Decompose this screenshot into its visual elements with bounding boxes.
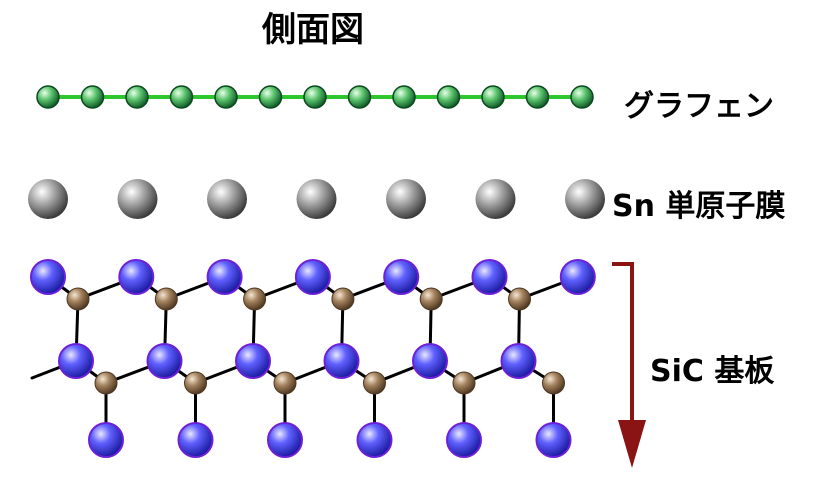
graphene-atom (347, 85, 372, 109)
graphene-label: グラフェン (624, 89, 774, 124)
tin-atom (28, 179, 68, 219)
silicon-atom (58, 343, 94, 379)
graphene-atom (303, 85, 327, 109)
silicon-atom (383, 259, 420, 295)
tin-monolayer-label: Sn 単原子膜 (612, 189, 786, 224)
tin-atom (475, 179, 516, 219)
silicon-atom (446, 422, 482, 458)
silicon-atom (471, 259, 508, 295)
carbon-atom (508, 287, 531, 311)
tin-atom (296, 179, 337, 219)
silicon-atom (235, 343, 271, 379)
silicon-atom (559, 259, 596, 295)
diagram-title: 側面図 (262, 10, 364, 50)
graphene-atom (125, 85, 149, 109)
silicon-atom (177, 422, 214, 458)
carbon-atom (542, 371, 565, 395)
graphene-atom (169, 85, 194, 109)
silicon-atom (206, 259, 243, 295)
silicon-atom (535, 422, 572, 458)
silicon-atom (500, 343, 537, 379)
silicon-atom (30, 259, 66, 295)
carbon-atom (94, 371, 118, 395)
carbon-atom (243, 287, 267, 311)
carbon-atom (331, 287, 355, 311)
carbon-atom (419, 287, 443, 311)
carbon-atom (66, 287, 90, 311)
down-arrow-icon (612, 262, 646, 468)
tin-atom (207, 179, 247, 219)
carbon-atom (363, 371, 386, 395)
atom-markers (28, 85, 605, 458)
silicon-atom (356, 422, 393, 458)
tin-atom (386, 179, 426, 219)
silicon-atom (412, 343, 448, 379)
graphene-atom (392, 85, 416, 109)
silicon-atom (294, 259, 331, 295)
carbon-atom (452, 371, 476, 395)
graphene-atom (570, 85, 594, 109)
silicon-atom (267, 422, 303, 458)
graphene-atom (214, 85, 238, 109)
graphene-atom (481, 85, 505, 109)
sic-substrate-label: SiC 基板 (650, 354, 775, 389)
silicon-atom (88, 422, 124, 458)
silicon-atom (323, 343, 360, 379)
carbon-atom (184, 371, 207, 395)
silicon-atom (146, 343, 183, 379)
carbon-atom (154, 287, 178, 311)
graphene-atom (436, 85, 461, 109)
graphene-atom (80, 85, 105, 109)
carbon-atom (273, 371, 297, 395)
graphene-atom (258, 85, 283, 109)
tin-atom (565, 179, 605, 219)
graphene-atom (525, 85, 550, 109)
graphene-atom (36, 85, 60, 109)
tin-atom (117, 179, 158, 219)
silicon-atom (118, 259, 155, 295)
